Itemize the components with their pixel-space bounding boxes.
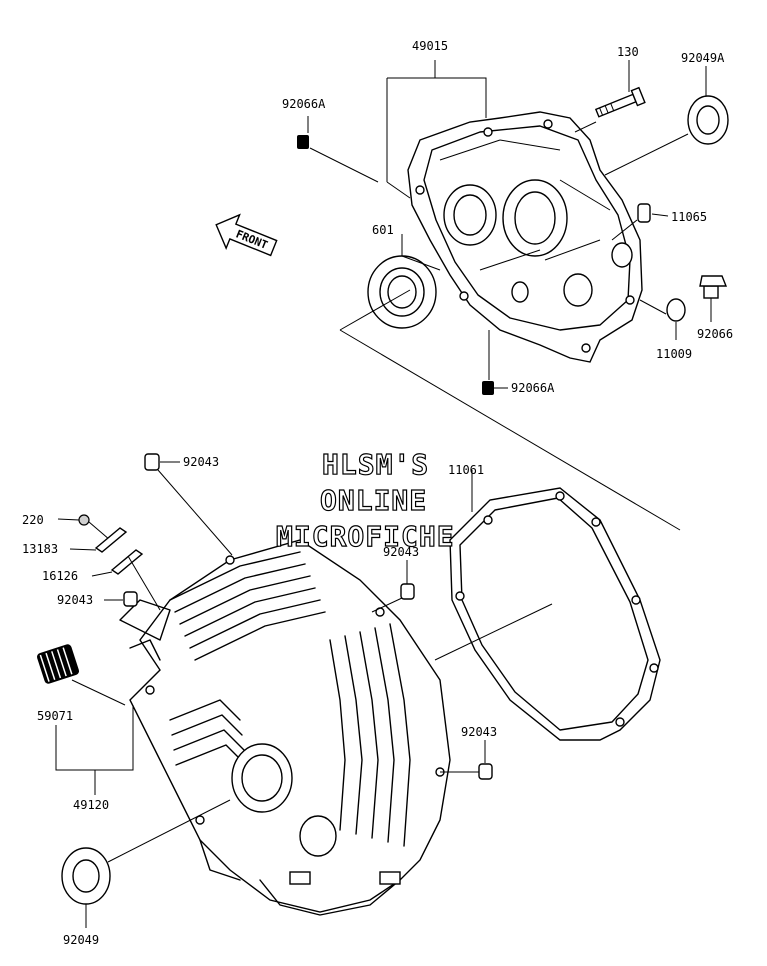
label-49120: 49120 bbox=[73, 798, 109, 812]
label-11009: 11009 bbox=[656, 347, 692, 361]
label-92049: 92049 bbox=[63, 933, 99, 947]
watermark-line-1: HLSM'S bbox=[322, 448, 429, 481]
breather-parts bbox=[57, 514, 161, 611]
label-92066: 92066 bbox=[697, 327, 733, 341]
label-49015: 49015 bbox=[412, 39, 448, 53]
label-92043-mid: 92043 bbox=[383, 545, 419, 559]
watermark: HLSM'S ONLINE MICROFICHE bbox=[275, 447, 455, 553]
label-92049a: 92049A bbox=[681, 51, 725, 65]
label-59071: 59071 bbox=[37, 709, 73, 723]
label-11061: 11061 bbox=[448, 463, 484, 477]
callout-labels: 49015 130 92049A 92066A 11065 601 92066 … bbox=[22, 39, 733, 947]
watermark-line-2: ONLINE bbox=[320, 484, 427, 517]
label-92043-left: 92043 bbox=[57, 593, 93, 607]
label-11065: 11065 bbox=[671, 210, 707, 224]
label-92043-top: 92043 bbox=[183, 455, 219, 469]
crankcase-drawing bbox=[119, 539, 451, 916]
label-601: 601 bbox=[372, 223, 394, 237]
label-92043-right: 92043 bbox=[461, 725, 497, 739]
watermark-line-3: MICROFICHE bbox=[276, 520, 455, 553]
label-16126: 16126 bbox=[42, 569, 78, 583]
front-direction-arrow: FRONT bbox=[215, 213, 278, 257]
label-13183: 13183 bbox=[22, 542, 58, 556]
label-130: 130 bbox=[617, 45, 639, 59]
dowel-pins-92043 bbox=[104, 453, 493, 780]
label-92066a-bottom: 92066A bbox=[511, 381, 555, 395]
oil-seal-92049 bbox=[61, 799, 231, 928]
gasket-drawing bbox=[434, 470, 661, 741]
label-220: 220 bbox=[22, 513, 44, 527]
label-92066a-top: 92066A bbox=[282, 97, 326, 111]
spring-59071 bbox=[36, 644, 134, 795]
crankcase-cover-drawing bbox=[297, 60, 729, 626]
